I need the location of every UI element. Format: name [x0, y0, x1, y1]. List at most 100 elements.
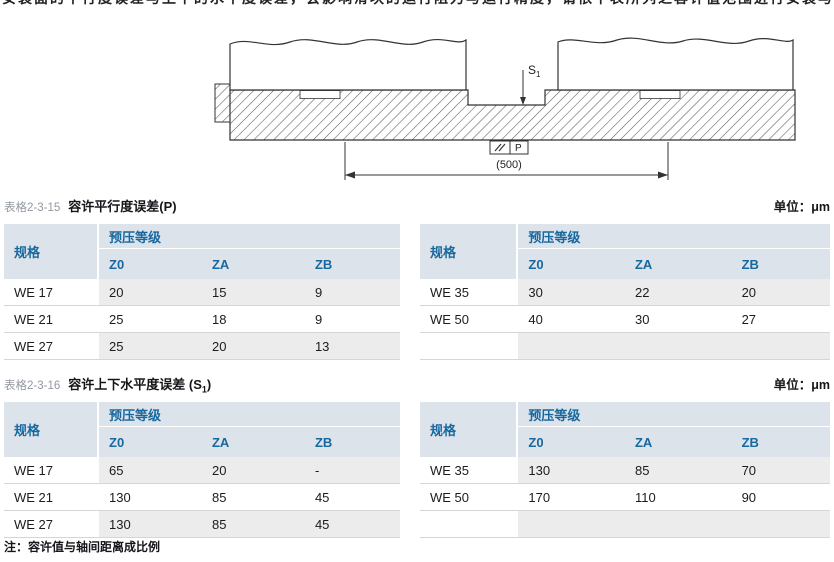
- table-row: WE 50 40 30 27: [420, 306, 830, 333]
- unit-label: 单位：μm: [773, 378, 830, 392]
- spec-header: 规格: [4, 224, 100, 279]
- col-header-z0: Z0: [518, 249, 625, 279]
- value-cell: 9: [304, 306, 400, 333]
- col-header-za: ZA: [624, 427, 732, 457]
- col-header-zb: ZB: [731, 249, 830, 279]
- value-cell: 85: [201, 511, 305, 538]
- section2-title-row: 表格2-3-16 容许上下水平度误差 (S1) 单位：μm: [4, 374, 830, 395]
- col-header-z0: Z0: [99, 427, 202, 457]
- dimension-arrow-right: [658, 171, 668, 179]
- value-cell: [731, 333, 830, 360]
- spec-cell: WE 50: [420, 306, 519, 333]
- value-cell: [624, 333, 732, 360]
- clipped-top-text: 安装面的平行度误差与上下的水平度误差，会影响滑块的运行阻力与运行精度，请依下表所…: [2, 0, 834, 6]
- unit-label: 单位：μm: [773, 200, 830, 214]
- value-cell: 20: [731, 279, 830, 306]
- table-row: WE 21 130 85 45: [4, 484, 400, 511]
- spec-cell: WE 21: [4, 484, 100, 511]
- value-cell: 9: [304, 279, 400, 306]
- parallelism-icon: [498, 143, 506, 152]
- value-cell: 13: [304, 333, 400, 360]
- table-row: WE 27 25 20 13: [4, 333, 400, 360]
- diagram-svg: S1 P (500): [214, 37, 796, 180]
- col-header-zb: ZB: [304, 249, 400, 279]
- value-cell: 25: [99, 306, 202, 333]
- value-cell: 40: [518, 306, 625, 333]
- preload-header: 预压等级: [99, 224, 400, 249]
- value-cell: 110: [624, 484, 732, 511]
- spec-header: 规格: [420, 224, 519, 279]
- footnote: 注：容许值与轴间距离成比例: [4, 540, 161, 554]
- table-row: WE 27 130 85 45: [4, 511, 400, 538]
- value-cell: 70: [731, 457, 830, 484]
- value-cell: [731, 511, 830, 538]
- left-end-tab: [214, 83, 231, 123]
- value-cell: 130: [99, 511, 202, 538]
- col-header-za: ZA: [624, 249, 732, 279]
- parallelism-icon: [494, 143, 502, 152]
- base-pocket-left: [299, 90, 341, 99]
- tolerance-frame: [489, 140, 529, 155]
- spec-cell: WE 50: [420, 484, 519, 511]
- col-header-z0: Z0: [99, 249, 202, 279]
- tolerance-letter: P: [515, 143, 522, 154]
- spec-header: 规格: [420, 402, 519, 457]
- dimension-label: (500): [496, 159, 522, 171]
- col-header-zb: ZB: [731, 427, 830, 457]
- hatched-base: [229, 89, 796, 141]
- value-cell: 130: [518, 457, 625, 484]
- dimension-arrow-left: [345, 171, 355, 179]
- spec-cell: [420, 333, 519, 360]
- value-cell: 25: [99, 333, 202, 360]
- spec-header: 规格: [4, 402, 100, 457]
- parallelism-table-right: 规格 预压等级 Z0 ZA ZB WE 35 30 22 20 WE 50: [420, 224, 830, 360]
- levelness-tables: 规格 预压等级 Z0 ZA ZB WE 17 65 20 - WE 21: [4, 402, 830, 538]
- parallelism-tables: 规格 预压等级 Z0 ZA ZB WE 17 20 15 9 WE 21: [4, 224, 830, 360]
- col-header-zb: ZB: [304, 427, 400, 457]
- value-cell: 85: [201, 484, 305, 511]
- spec-cell: WE 27: [4, 333, 100, 360]
- preload-header: 预压等级: [518, 224, 830, 249]
- value-cell: 27: [731, 306, 830, 333]
- s1-arrowhead: [520, 97, 526, 105]
- rail-installation-diagram: S1 P (500): [205, 20, 805, 192]
- spec-cell: [420, 511, 519, 538]
- table-row: WE 50 170 110 90: [420, 484, 830, 511]
- value-cell: [518, 511, 625, 538]
- value-cell: -: [304, 457, 400, 484]
- spec-cell: WE 17: [4, 457, 100, 484]
- spec-cell: WE 35: [420, 279, 519, 306]
- section2-title: 容许上下水平度误差 (S1): [68, 377, 212, 395]
- spec-cell: WE 17: [4, 279, 100, 306]
- value-cell: [624, 511, 732, 538]
- table-row: WE 17 20 15 9: [4, 279, 400, 306]
- table-number: 表格2-3-16: [4, 380, 61, 392]
- col-header-za: ZA: [201, 427, 305, 457]
- preload-header: 预压等级: [99, 402, 400, 427]
- value-cell: 170: [518, 484, 625, 511]
- value-cell: [518, 333, 625, 360]
- levelness-table-left: 规格 预压等级 Z0 ZA ZB WE 17 65 20 - WE 21: [4, 402, 400, 538]
- spec-cell: WE 27: [4, 511, 100, 538]
- value-cell: 45: [304, 511, 400, 538]
- carriage-block-left: [229, 38, 467, 91]
- base-pocket-right: [639, 90, 681, 99]
- carriage-block-right: [557, 37, 794, 91]
- value-cell: 30: [624, 306, 732, 333]
- value-cell: 90: [731, 484, 830, 511]
- section1-title: 容许平行度误差(P): [68, 199, 177, 214]
- parallelism-table-left: 规格 预压等级 Z0 ZA ZB WE 17 20 15 9 WE 21: [4, 224, 400, 360]
- col-header-z0: Z0: [518, 427, 625, 457]
- value-cell: 45: [304, 484, 400, 511]
- spec-cell: WE 21: [4, 306, 100, 333]
- value-cell: 85: [624, 457, 732, 484]
- value-cell: 22: [624, 279, 732, 306]
- value-cell: 30: [518, 279, 625, 306]
- value-cell: 18: [201, 306, 305, 333]
- table-row: WE 35 30 22 20: [420, 279, 830, 306]
- section1-title-row: 表格2-3-15 容许平行度误差(P) 单位：μm: [4, 196, 830, 214]
- clipped-top-text-line: 安装面的平行度误差与上下的水平度误差，会影响滑块的运行阻力与运行精度，请依下表所…: [2, 0, 834, 6]
- levelness-table-right: 规格 预压等级 Z0 ZA ZB WE 35 130 85 70 WE 50: [420, 402, 830, 538]
- spec-cell: WE 35: [420, 457, 519, 484]
